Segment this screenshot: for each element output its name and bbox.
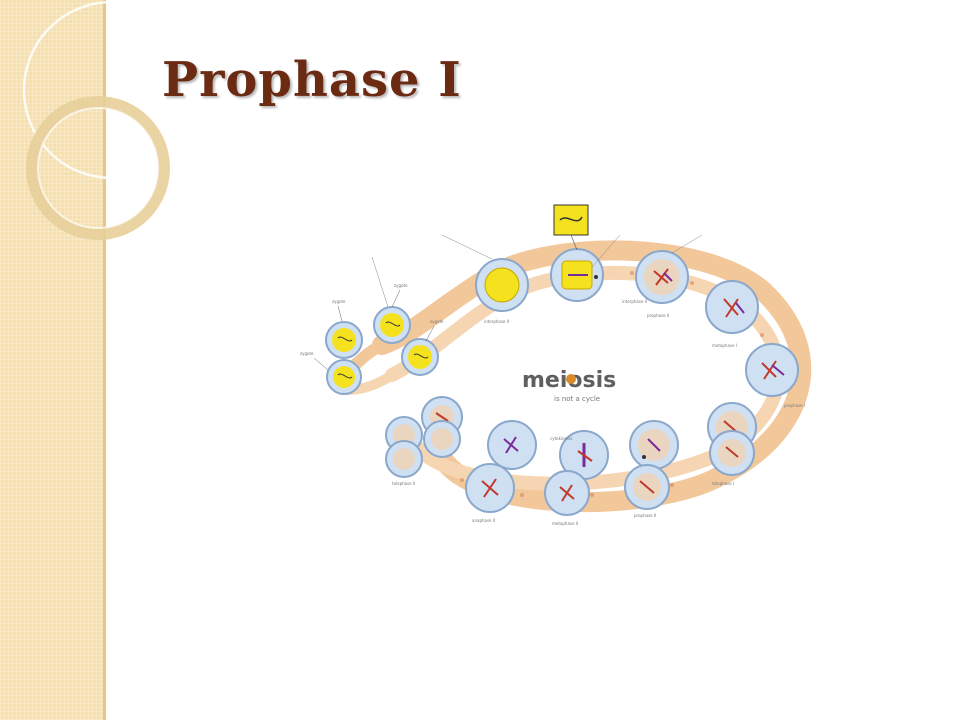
cell-anaphase-i: [629, 420, 679, 470]
svg-text:telophase I: telophase I: [712, 481, 734, 486]
cell-metaphase-i: metaphase I: [705, 280, 759, 348]
label-zygote-far: zygote: [300, 351, 314, 356]
label-zygote-top: zygote: [394, 283, 408, 288]
cell-zygote-4: [326, 359, 362, 395]
svg-text:prophase II: prophase II: [634, 513, 656, 518]
cell-anaphase-ii-bottom: anaphase II: [465, 463, 515, 523]
band-edge-line: [103, 0, 106, 720]
cell-interphase-ii: interphase II: [475, 258, 529, 324]
cell-zygote-1: [373, 306, 411, 344]
svg-text:prophase II: prophase II: [647, 313, 669, 318]
svg-text:telophase II: telophase II: [392, 481, 415, 486]
cell-prophase-i: prophase I: [745, 343, 805, 408]
cell-telophase-ii: telophase II: [385, 416, 423, 486]
label-zygote-right: zygote: [430, 319, 444, 324]
meiosis-diagram: interphase II prophase II: [292, 195, 837, 545]
meiosis-diagram-art: interphase II prophase II: [300, 204, 812, 526]
cell-zygote-2: [325, 321, 363, 359]
svg-text:metaphase II: metaphase II: [552, 521, 578, 526]
decorative-circles: [22, 0, 202, 240]
cell-zygote-3: [401, 338, 439, 376]
svg-text:metaphase I: metaphase I: [712, 343, 737, 348]
cell-prophase-ii: prophase II: [635, 250, 689, 318]
slide-title: Prophase I: [162, 52, 462, 108]
cell-telophase-top: [550, 248, 604, 302]
svg-text:anaphase II: anaphase II: [472, 518, 495, 523]
svg-text:cytokinesis: cytokinesis: [550, 436, 572, 441]
label-lines: [371, 234, 703, 308]
cell-anaphase-ii-right: prophase II: [624, 464, 670, 518]
meiosis-o-dot: [566, 374, 576, 384]
svg-text:prophase I: prophase I: [784, 403, 805, 408]
svg-text:interphase II: interphase II: [622, 299, 647, 304]
meiosis-subheading: is not a cycle: [554, 395, 600, 403]
cell-anaphase-right: telophase I: [707, 402, 757, 486]
label-zygote-left: zygote: [332, 299, 346, 304]
cell-anaphase-ii: [487, 420, 537, 470]
svg-text:interphase II: interphase II: [484, 319, 509, 324]
cell-telophase-ii-left: [421, 396, 463, 458]
cell-metaphase-ii-b: metaphase II: [544, 470, 590, 526]
